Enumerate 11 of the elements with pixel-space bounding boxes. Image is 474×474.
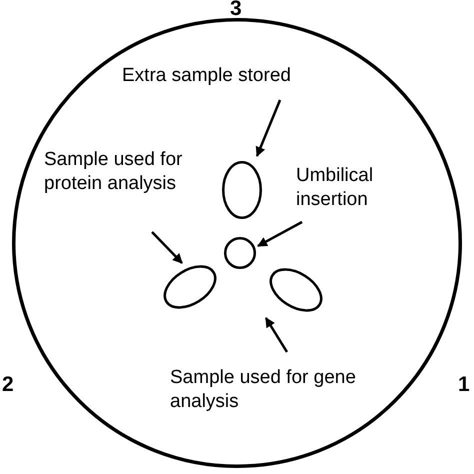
callout-text: Extra sample stored	[122, 64, 292, 88]
leader-arrow	[264, 317, 288, 353]
leader-arrow	[151, 231, 183, 264]
callout-text: Sample used for gene analysis	[170, 366, 357, 414]
position-number: 1	[458, 374, 470, 396]
callout-text: Sample used for protein analysis	[44, 148, 184, 196]
leader-arrow	[256, 100, 282, 157]
position-number: 3	[230, 0, 242, 20]
leader-arrow	[257, 220, 303, 248]
position-number: 2	[2, 374, 14, 396]
callout-text: Umbilical insertion	[296, 164, 374, 212]
